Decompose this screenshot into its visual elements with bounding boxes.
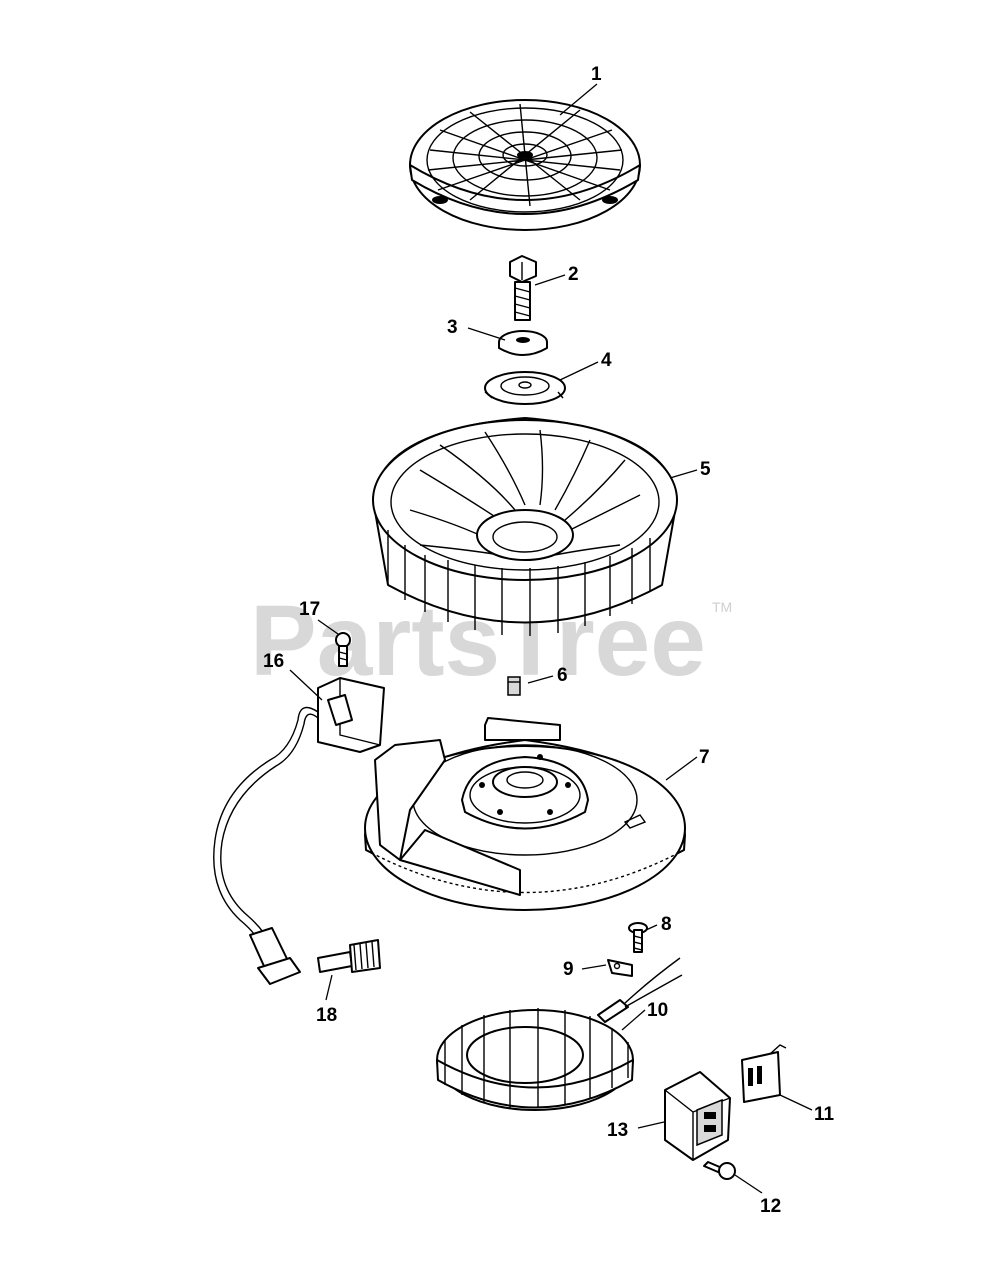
part-5-fan	[372, 417, 678, 636]
part-18-spark-plug	[249, 927, 381, 985]
callout-18[interactable]: 18	[316, 1005, 337, 1026]
part-7-flywheel	[364, 717, 686, 911]
callout-2[interactable]: 2	[568, 264, 579, 285]
callout-12[interactable]: 12	[760, 1196, 781, 1217]
part-3-washer	[498, 330, 548, 356]
part-11-connector	[741, 1044, 787, 1103]
part-4-retainer	[484, 371, 566, 405]
part-13-regulator	[664, 1071, 731, 1161]
part-8-screw	[628, 922, 648, 953]
callout-8[interactable]: 8	[661, 914, 672, 935]
part-9-clamp	[607, 959, 633, 977]
part-2-bolt	[509, 255, 537, 321]
callout-1[interactable]: 1	[591, 64, 602, 85]
callout-10[interactable]: 10	[647, 1000, 668, 1021]
leader-lines	[289, 83, 813, 1194]
callout-6[interactable]: 6	[557, 665, 568, 686]
callout-4[interactable]: 4	[601, 350, 612, 371]
callout-7[interactable]: 7	[699, 747, 710, 768]
part-6-key	[507, 676, 521, 696]
callout-17[interactable]: 17	[299, 599, 320, 620]
callout-13[interactable]: 13	[607, 1120, 628, 1141]
part-12-screw	[703, 1161, 736, 1180]
part-1-grass-screen	[409, 99, 641, 231]
part-10-stator	[436, 957, 683, 1111]
callout-9[interactable]: 9	[563, 959, 574, 980]
watermark-tm: TM	[712, 599, 732, 615]
callout-3[interactable]: 3	[447, 317, 458, 338]
callout-16[interactable]: 16	[263, 651, 284, 672]
callout-5[interactable]: 5	[700, 459, 711, 480]
callout-11[interactable]: 11	[814, 1104, 835, 1125]
part-16-ignition-module	[213, 677, 385, 949]
part-17-screw	[335, 632, 351, 667]
callouts: 1 2 3 4 5 6 7 8 9 10 11 12 13 16 17 18	[263, 64, 835, 1217]
